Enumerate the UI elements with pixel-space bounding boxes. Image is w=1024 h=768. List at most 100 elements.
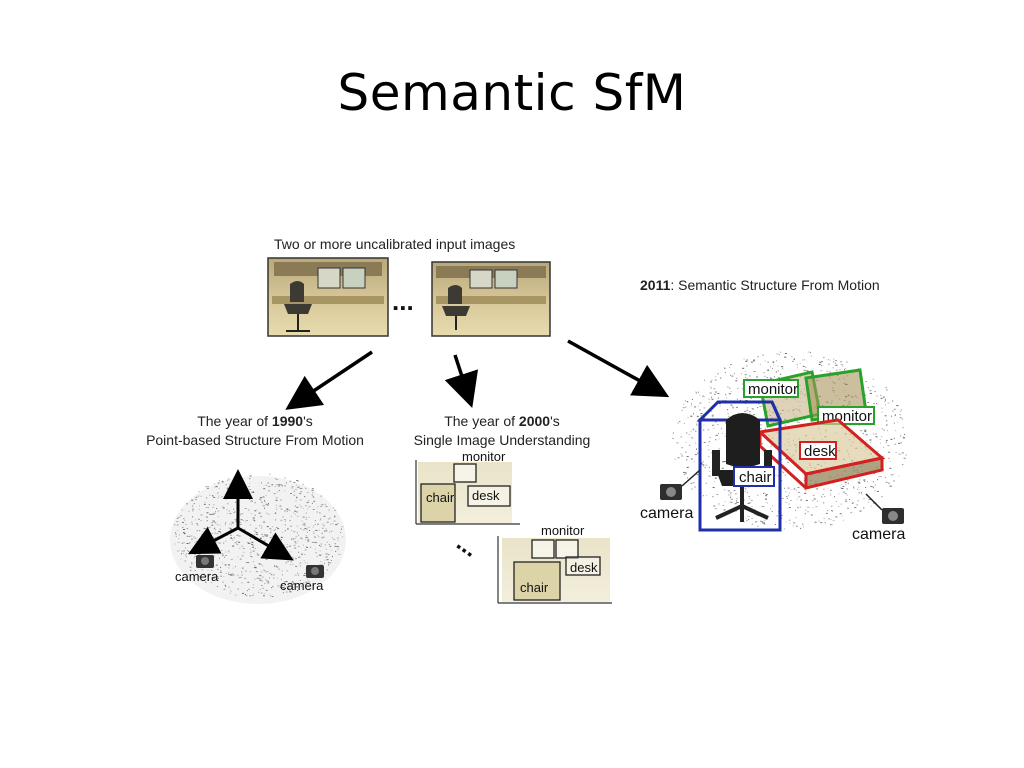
cloud-point bbox=[323, 562, 325, 564]
cloud-point bbox=[204, 535, 206, 537]
cloud-point bbox=[271, 526, 273, 528]
cloud-point bbox=[244, 529, 246, 530]
cloud-point bbox=[793, 522, 795, 524]
cloud-point bbox=[211, 513, 214, 515]
cloud-point bbox=[717, 449, 719, 451]
cloud-point bbox=[342, 536, 344, 538]
cloud-point bbox=[893, 437, 895, 439]
cloud-point bbox=[308, 540, 310, 542]
cloud-point bbox=[736, 377, 738, 379]
cloud-point bbox=[284, 524, 286, 526]
cloud-point bbox=[765, 494, 768, 496]
cloud-point bbox=[222, 554, 224, 556]
cloud-point bbox=[727, 409, 729, 411]
cloud-point bbox=[708, 441, 710, 443]
cloud-point bbox=[800, 499, 803, 501]
cloud-point bbox=[211, 532, 213, 534]
cloud-point bbox=[871, 385, 873, 387]
cloud-point bbox=[249, 571, 251, 573]
cloud-point bbox=[827, 510, 829, 512]
cloud-point bbox=[316, 511, 318, 513]
cloud-point bbox=[863, 507, 865, 509]
cloud-point bbox=[821, 496, 823, 498]
cloud-point bbox=[240, 493, 243, 495]
cloud-point bbox=[250, 551, 252, 553]
cloud-point bbox=[175, 535, 177, 537]
cloud-point bbox=[219, 571, 222, 573]
cloud-point bbox=[841, 488, 844, 489]
cloud-point bbox=[784, 353, 787, 354]
cloud-point bbox=[274, 513, 276, 514]
cloud-point bbox=[222, 562, 224, 564]
cloud-point bbox=[300, 491, 302, 493]
input-caption: Two or more uncalibrated input images bbox=[274, 236, 516, 252]
cloud-point bbox=[814, 521, 817, 523]
cloud-point bbox=[782, 368, 784, 370]
cloud-point bbox=[824, 522, 826, 524]
cloud-point bbox=[717, 373, 719, 375]
cloud-point bbox=[803, 526, 804, 528]
cloud-point bbox=[283, 510, 286, 512]
cloud-point bbox=[696, 424, 698, 426]
cloud-point bbox=[217, 524, 219, 526]
cloud-point bbox=[697, 405, 699, 407]
cloud-point bbox=[184, 520, 186, 522]
cloud-point bbox=[842, 519, 844, 521]
cloud-point bbox=[328, 518, 331, 520]
cloud-point bbox=[782, 471, 784, 473]
cloud-point bbox=[823, 502, 825, 504]
cloud-point bbox=[295, 542, 297, 544]
cloud-point bbox=[199, 505, 200, 507]
cloud-point bbox=[763, 519, 766, 521]
cloud-point bbox=[755, 521, 758, 523]
cloud-point bbox=[233, 483, 235, 485]
cloud-point bbox=[767, 369, 770, 371]
cloud-point bbox=[219, 558, 220, 560]
cloud-point bbox=[306, 528, 308, 530]
cloud-point bbox=[202, 531, 204, 533]
cloud-point bbox=[333, 520, 336, 522]
cloud-point bbox=[884, 398, 886, 400]
cloud-point bbox=[765, 495, 767, 497]
cloud-point bbox=[685, 472, 687, 474]
cloud-point bbox=[867, 501, 869, 503]
cloud-point bbox=[728, 393, 730, 395]
cloud-point bbox=[212, 578, 215, 579]
cloud-point bbox=[701, 395, 703, 397]
cloud-point bbox=[690, 458, 693, 460]
cloud-point bbox=[279, 587, 281, 588]
cloud-point bbox=[332, 555, 333, 557]
cloud-point bbox=[215, 486, 218, 488]
cloud-point bbox=[242, 592, 244, 594]
cloud-point bbox=[264, 501, 266, 503]
cloud-point bbox=[704, 379, 705, 381]
cloud-point bbox=[191, 538, 193, 540]
cloud-point bbox=[744, 487, 747, 489]
cloud-point bbox=[804, 370, 807, 372]
cloud-point bbox=[736, 387, 739, 389]
cloud-point bbox=[291, 538, 292, 540]
cloud-point bbox=[294, 538, 296, 539]
cloud-point bbox=[200, 514, 203, 516]
cloud-point bbox=[708, 401, 710, 403]
cloud-point bbox=[178, 517, 179, 519]
cloud-point bbox=[229, 489, 231, 491]
cloud-point bbox=[216, 552, 218, 554]
cloud-point bbox=[272, 558, 274, 560]
cloud-point bbox=[714, 508, 717, 510]
cloud-point bbox=[227, 489, 230, 491]
cloud-point bbox=[321, 504, 324, 506]
cloud-point bbox=[286, 546, 289, 548]
cloud-point bbox=[718, 433, 719, 434]
cloud-point bbox=[772, 505, 774, 507]
cloud-point bbox=[748, 496, 750, 497]
cloud-point bbox=[291, 556, 294, 558]
cloud-point bbox=[213, 555, 216, 557]
cloud-point bbox=[858, 492, 860, 494]
cloud-point bbox=[271, 587, 273, 589]
cloud-point bbox=[288, 545, 291, 547]
cloud-point bbox=[294, 510, 297, 512]
cloud-point bbox=[232, 567, 234, 569]
cloud-point bbox=[243, 482, 246, 484]
cloud-point bbox=[232, 522, 234, 524]
